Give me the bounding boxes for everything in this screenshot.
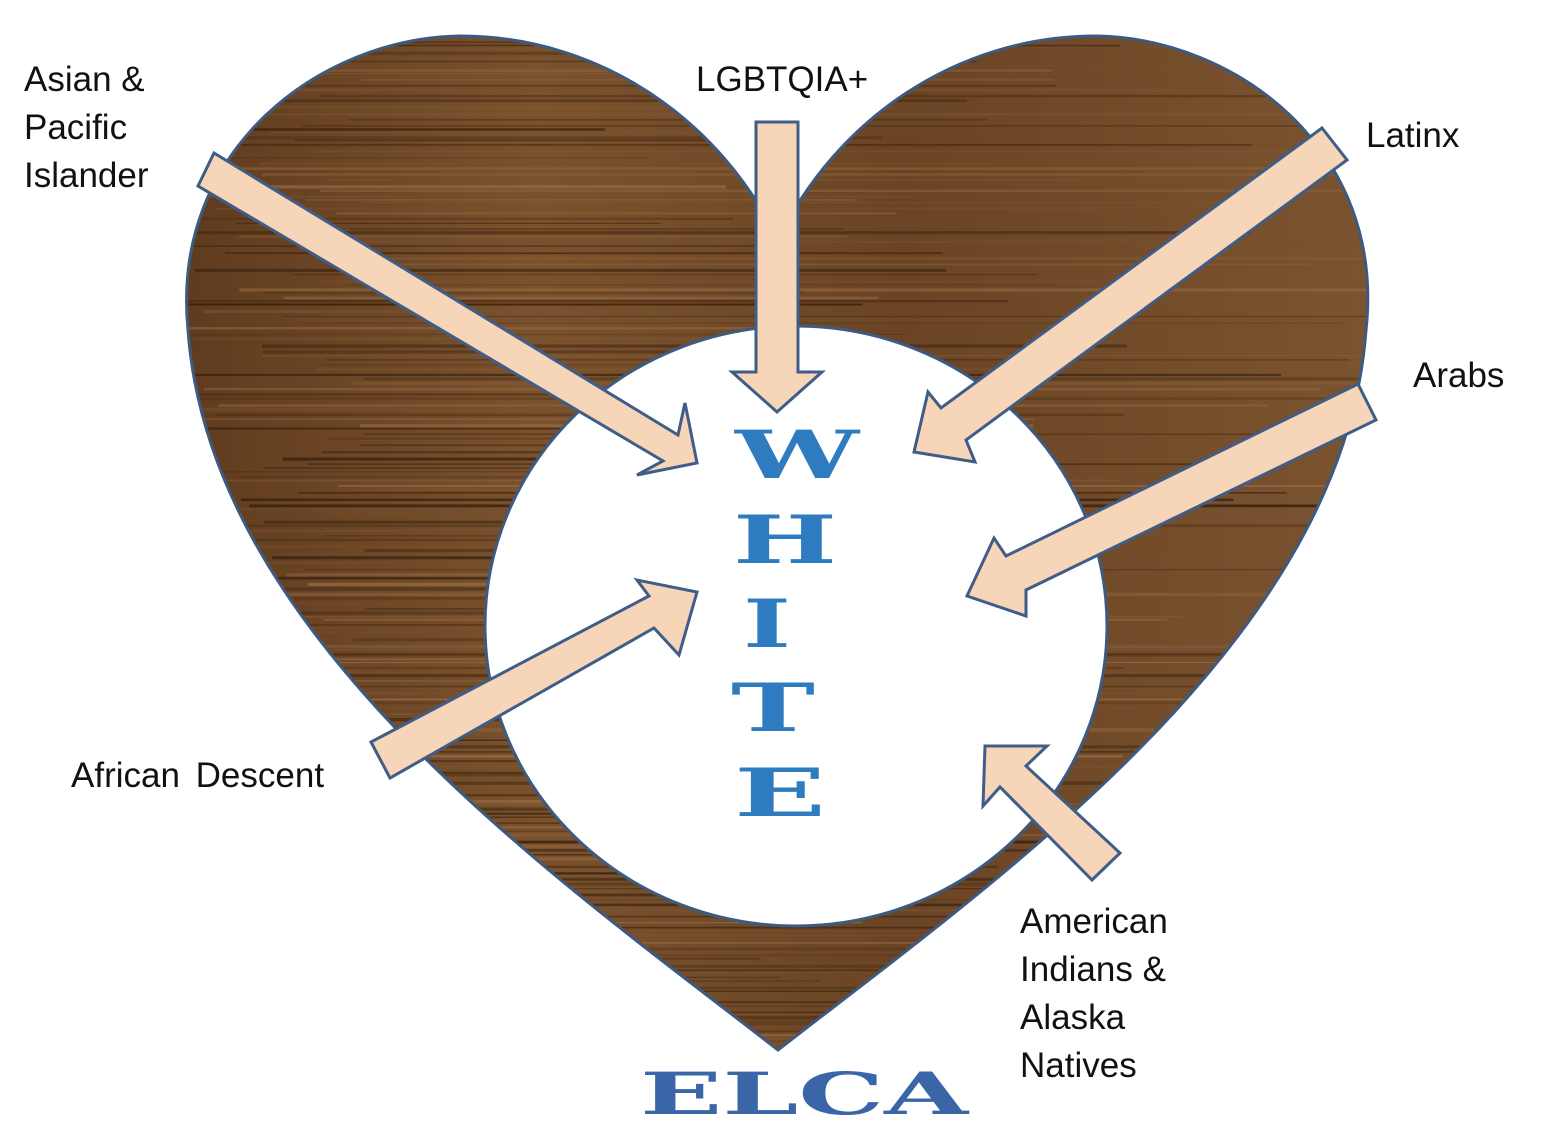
label-line: LGBTQIA+	[696, 60, 869, 99]
arrow-american-indians	[981, 744, 1123, 883]
label-line: Indians &	[1020, 950, 1166, 989]
label-american-indians-alaska-natives: American Indians & Alaska Natives	[1020, 898, 1168, 1090]
label-latinx: Latinx	[1366, 112, 1459, 160]
label-line: Pacific	[24, 108, 128, 147]
arrow-lgbt	[728, 120, 826, 415]
label-asian-pacific-islander: Asian & Pacific Islander	[24, 56, 149, 200]
label-line: Asian &	[24, 60, 145, 99]
label-african-descent: African Descent	[71, 752, 324, 800]
org-name: ELCA	[640, 1060, 970, 1128]
label-line: Arabs	[1413, 356, 1505, 395]
label-arabs: Arabs	[1413, 352, 1504, 400]
center-letter: W	[733, 416, 860, 494]
arrow-african	[368, 577, 699, 781]
center-letter: I	[743, 585, 791, 663]
arrow-arabs	[964, 381, 1379, 619]
arrow-group	[196, 120, 1379, 883]
label-line: American	[1020, 902, 1168, 941]
center-letter: E	[734, 754, 826, 832]
center-letter: H	[733, 501, 837, 579]
label-line: Alaska	[1020, 998, 1126, 1037]
label-lgbtqia: LGBTQIA+	[696, 56, 868, 104]
label-line: Natives	[1020, 1046, 1137, 1085]
label-line: African Descent	[71, 756, 325, 795]
center-word: W H I T E	[731, 416, 860, 832]
label-line: Latinx	[1366, 116, 1460, 155]
arrow-latinx	[912, 125, 1350, 464]
label-line: Islander	[24, 156, 149, 195]
arrow-asian	[196, 150, 699, 477]
center-letter: T	[731, 669, 815, 747]
